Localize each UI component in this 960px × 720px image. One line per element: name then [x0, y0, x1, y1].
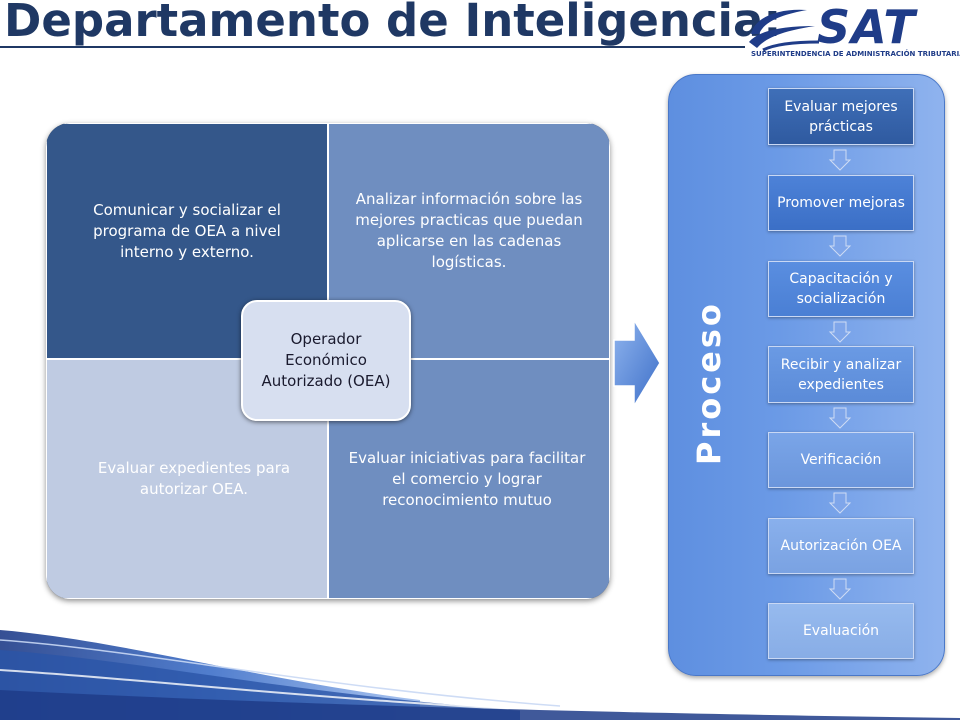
oea-matrix: Comunicar y socializar el programa de OE… [46, 123, 610, 599]
title-underline [0, 46, 745, 48]
down-arrow-icon [828, 149, 852, 171]
process-step-training: Capacitación y socialización [768, 261, 914, 317]
down-arrow-icon [828, 492, 852, 514]
process-step-best-practices: Evaluar mejores prácticas [768, 88, 914, 145]
process-step-authorization: Autorización OEA [768, 518, 914, 574]
right-arrow-icon [613, 318, 661, 408]
process-step-receive: Recibir y analizar expedientes [768, 346, 914, 403]
down-arrow-icon [828, 235, 852, 257]
down-arrow-icon [828, 578, 852, 600]
sat-logo: SAT SUPERINTENDENCIA DE ADMINISTRACIÓN T… [745, 0, 960, 62]
process-step-promote: Promover mejoras [768, 175, 914, 231]
decorative-wave [0, 630, 960, 720]
matrix-center-oea: Operador Económico Autorizado (OEA) [241, 300, 411, 421]
sat-swoosh-icon [749, 9, 820, 52]
logo-subtitle: SUPERINTENDENCIA DE ADMINISTRACIÓN TRIBU… [751, 50, 960, 58]
down-arrow-icon [828, 407, 852, 429]
page-title: Departamento de Inteligencia: [4, 0, 782, 47]
logo-wordmark: SAT [817, 0, 916, 54]
process-step-evaluation: Evaluación [768, 603, 914, 659]
process-label: Proceso [690, 301, 728, 465]
down-arrow-icon [828, 321, 852, 343]
process-step-verification: Verificación [768, 432, 914, 488]
